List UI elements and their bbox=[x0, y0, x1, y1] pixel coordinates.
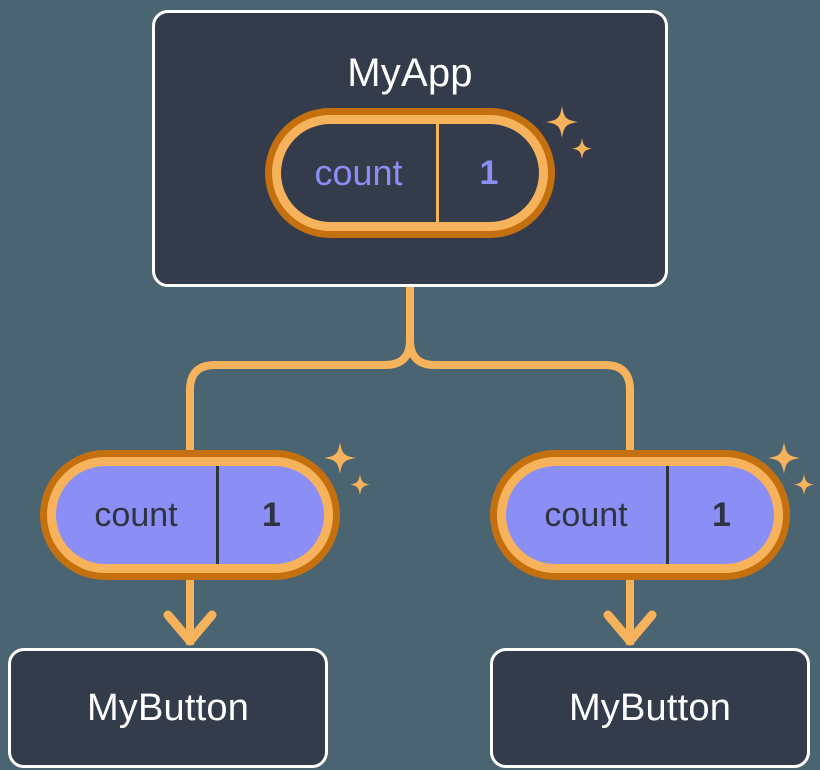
arrow-down-icon bbox=[163, 575, 217, 646]
pill-body: count 1 bbox=[281, 124, 539, 222]
mybutton-right-title: MyButton bbox=[568, 687, 732, 729]
state-value-label: 1 bbox=[666, 466, 774, 564]
arrow-down-right-icon bbox=[603, 575, 657, 646]
mybutton-left-card[interactable]: MyButton bbox=[8, 648, 328, 768]
state-value-label: 1 bbox=[436, 124, 539, 222]
pill-body: count 1 bbox=[56, 466, 324, 564]
state-key-label: count bbox=[314, 152, 403, 193]
pill-ring-inner: count 1 bbox=[272, 115, 548, 231]
branch-connector-icon bbox=[186, 283, 414, 459]
pill-ring-inner: count 1 bbox=[497, 457, 783, 573]
pill-ring-inner: count 1 bbox=[47, 457, 333, 573]
myapp-title: MyApp bbox=[347, 51, 473, 95]
child-left-state-pill[interactable]: count 1 bbox=[40, 450, 340, 580]
pill-body: count 1 bbox=[506, 466, 774, 564]
mybutton-right-card[interactable]: MyButton bbox=[490, 648, 810, 768]
myapp-state-pill[interactable]: count 1 bbox=[265, 108, 555, 238]
branch-connector-right-icon bbox=[406, 336, 634, 459]
state-key-label: count bbox=[94, 495, 178, 534]
mybutton-left-title: MyButton bbox=[86, 687, 250, 729]
child-right-state-pill[interactable]: count 1 bbox=[490, 450, 790, 580]
state-key-label: count bbox=[544, 495, 628, 534]
state-value-label: 1 bbox=[216, 466, 324, 564]
